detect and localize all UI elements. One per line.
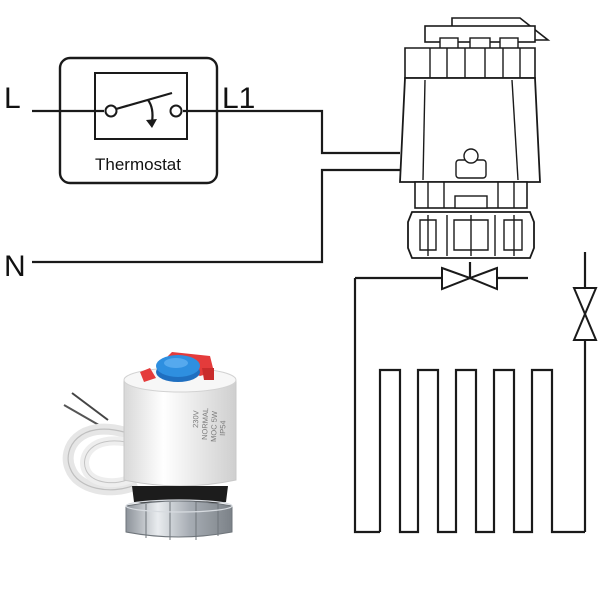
thermostat-box: Thermostat (58, 56, 219, 185)
heating-loop (353, 252, 587, 534)
thermostat-label: Thermostat (95, 155, 181, 174)
body-print-2: MOC 5W (209, 410, 219, 442)
switch-symbol-icon (104, 91, 183, 128)
valve-symbol-icon (441, 262, 498, 291)
body-print-0: 230V (191, 410, 201, 428)
body-print-1: NORMAL (200, 408, 210, 440)
actuator-drawing (399, 17, 551, 259)
label-line: L (4, 82, 21, 115)
label-line-switched: L1 (222, 82, 255, 115)
valve-symbol-icon (572, 287, 598, 341)
body-print-3: IP54 (218, 420, 228, 436)
actuator-photo: 230V NORMAL MOC 5W IP54 (62, 352, 237, 540)
wire-neutral (32, 168, 400, 264)
wire-line (32, 109, 400, 155)
label-neutral: N (4, 250, 26, 283)
